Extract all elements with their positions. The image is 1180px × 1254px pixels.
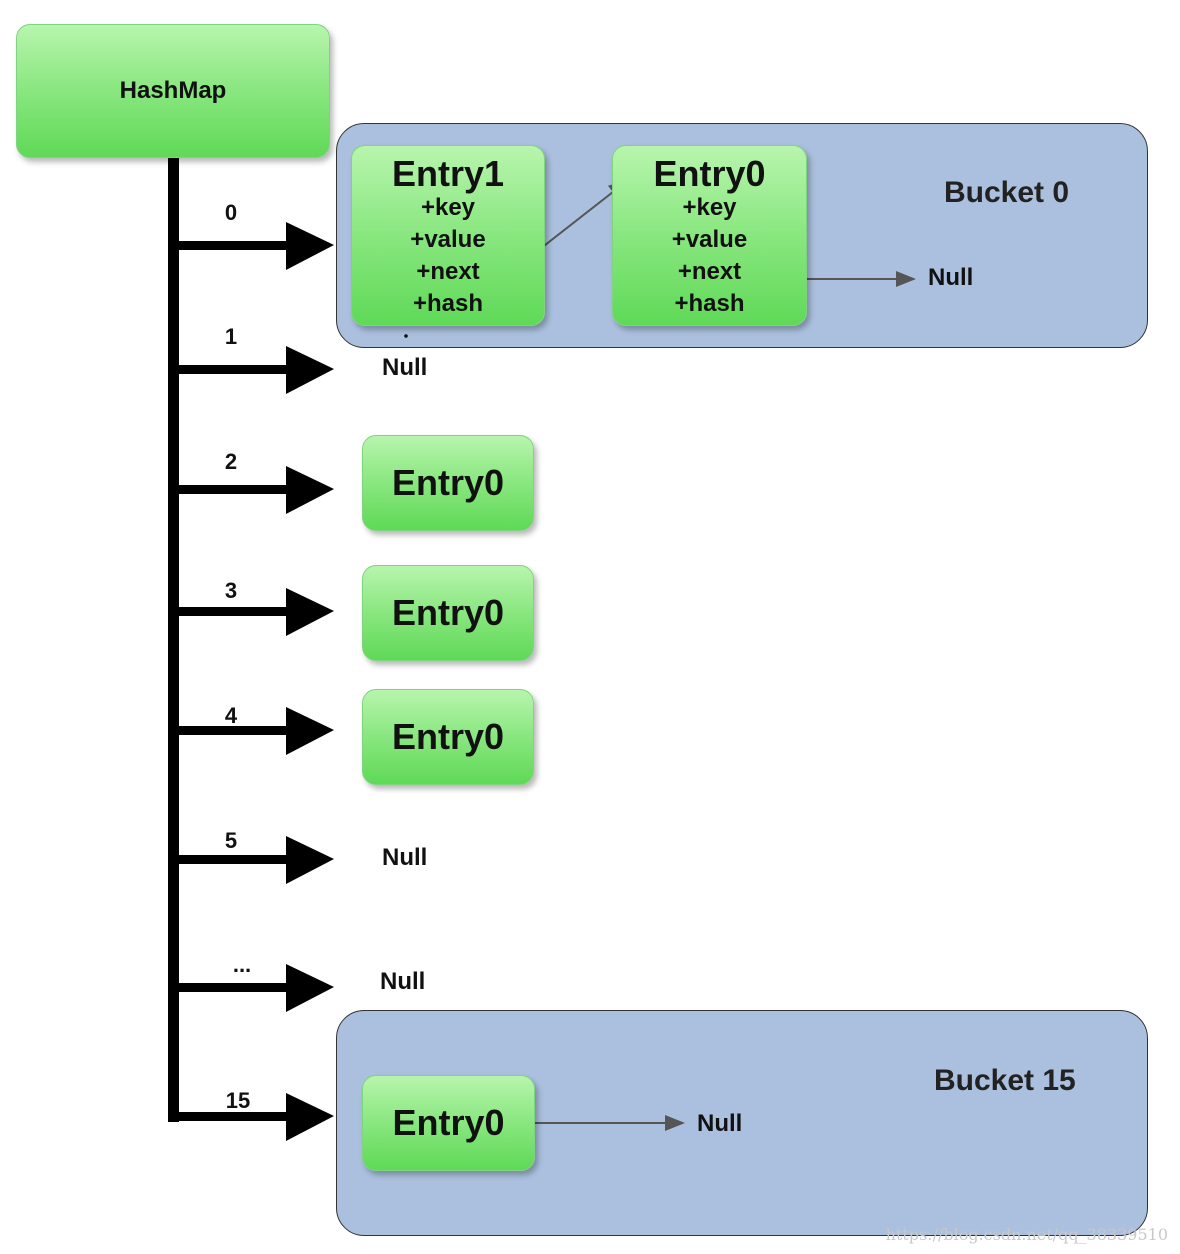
hashmap-label: HashMap <box>119 77 227 104</box>
watermark-text: https://blog.csdn.net/qq_38339510 <box>885 1225 1168 1244</box>
bucket0-null-label: Null <box>928 264 974 291</box>
trunk-line <box>168 155 179 1122</box>
index-label-4: 4 <box>224 703 238 728</box>
slot-arrow-more <box>170 964 334 1012</box>
slot4-entry0-title: Entry0 <box>391 716 505 757</box>
entry1-field-next: +next <box>416 258 480 285</box>
slot-arrow-4 <box>170 707 334 755</box>
slot4-entry0: Entry0 <box>362 689 534 785</box>
entry0-field-next: +next <box>677 258 742 285</box>
slot-arrow-3 <box>170 588 334 636</box>
slot-arrow-2 <box>170 466 334 514</box>
slot2-entry0-title: Entry0 <box>391 462 505 503</box>
bucket15-entry0-title: Entry0 <box>392 1102 505 1143</box>
slot3-entry0: Entry0 <box>362 565 534 661</box>
slot-more-null-label: Null <box>380 968 426 995</box>
bucket0-entry0: Entry0 +key +value +next +hash <box>612 145 807 326</box>
bucket15-entry0: Entry0 <box>362 1075 535 1171</box>
slot-arrow-0 <box>170 222 334 270</box>
entry0-field-key: +key <box>682 194 737 221</box>
slot2-entry0: Entry0 <box>362 435 534 531</box>
entry0-field-value: +value <box>671 226 748 253</box>
hashmap-node: HashMap <box>16 24 330 158</box>
entry1-field-value: +value <box>410 226 486 253</box>
entry1-field-hash: +hash <box>412 290 484 317</box>
index-label-1: 1 <box>224 324 238 349</box>
slot5-null-label: Null <box>382 844 428 871</box>
index-label-3: 3 <box>224 578 238 603</box>
entry0-field-hash: +hash <box>674 290 745 317</box>
index-label-0: 0 <box>224 200 238 225</box>
entry1-field-key: +key <box>420 194 476 221</box>
index-label-15: 15 <box>225 1088 251 1113</box>
slot3-entry0-title: Entry0 <box>391 592 505 633</box>
index-label-more: ... <box>232 952 252 977</box>
slot-arrow-5 <box>170 836 334 884</box>
index-label-5: 5 <box>224 828 238 853</box>
stray-dot <box>404 334 408 338</box>
slot1-null-label: Null <box>382 354 428 381</box>
index-label-2: 2 <box>224 449 238 474</box>
bucket15-label: Bucket 15 <box>934 1064 1076 1097</box>
slot-arrow-15 <box>170 1093 334 1141</box>
entry0-title: Entry0 <box>653 153 766 194</box>
bucket0-entry1: Entry1 +key +value +next +hash <box>351 145 545 326</box>
slot-arrow-1 <box>170 346 334 394</box>
entry1-title: Entry1 <box>391 153 505 194</box>
bucket15-null-label: Null <box>697 1110 743 1137</box>
bucket0-label: Bucket 0 <box>944 176 1070 209</box>
